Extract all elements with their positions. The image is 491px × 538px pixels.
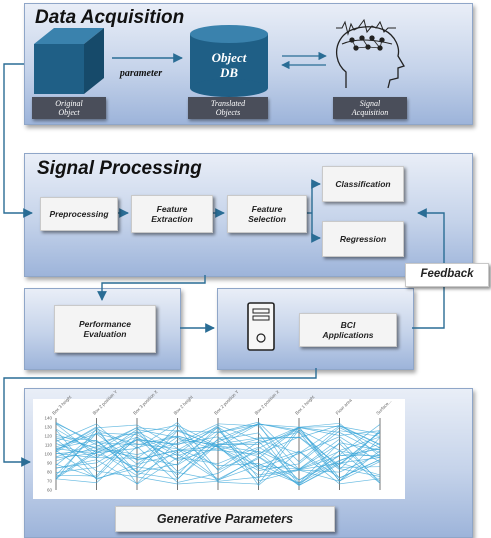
parameter-label: parameter xyxy=(119,68,162,79)
pc-line xyxy=(55,424,381,477)
preprocessing-box: Preprocessing xyxy=(40,197,118,231)
pc-line xyxy=(55,423,381,470)
pc-line xyxy=(55,427,381,480)
pc-line xyxy=(55,439,381,485)
pc-tick-label: 110 xyxy=(45,443,53,448)
pc-tick-label: 100 xyxy=(44,452,52,457)
regression-box: Regression xyxy=(322,221,404,257)
feature-extraction-box: Feature Extraction xyxy=(131,195,213,233)
pc-tick-label: 70 xyxy=(47,479,53,484)
pc-tick-label: 80 xyxy=(47,470,53,475)
signal-processing-title: Signal Processing xyxy=(37,158,202,179)
pc-line xyxy=(55,423,381,470)
pc-line xyxy=(55,433,381,481)
acq-to-preprocessing-arrow xyxy=(3,63,33,218)
feature-selection-box: Feature Selection xyxy=(227,195,307,233)
pc-line xyxy=(55,429,381,485)
signal-acquisition-label: Signal Acquisition xyxy=(333,97,407,119)
pc-tick-label: 140 xyxy=(44,416,52,421)
performance-evaluation-box: Performance Evaluation xyxy=(54,305,156,353)
bci-applications-box: BCI Applications xyxy=(299,313,397,347)
original-object-label: Original Object xyxy=(32,97,106,119)
pc-line xyxy=(55,429,380,476)
fs-to-classification-arrow xyxy=(311,179,321,213)
pc-tick-label: 120 xyxy=(44,434,52,439)
pc-tick-label: 90 xyxy=(47,461,53,466)
brain-head-icon xyxy=(335,18,405,89)
processing-to-performance-arrow xyxy=(97,275,206,301)
pc-line xyxy=(55,426,381,479)
computer-tower-icon xyxy=(247,302,275,351)
translated-objects-label: Translated Objects xyxy=(188,97,268,119)
pc-line xyxy=(55,424,381,486)
feedback-label: Feedback xyxy=(405,263,489,287)
pc-line xyxy=(55,424,381,480)
pc-line xyxy=(55,427,381,482)
pc-line xyxy=(55,430,381,477)
pc-line xyxy=(55,431,381,485)
classification-box: Classification xyxy=(322,166,404,202)
pc-line xyxy=(55,427,381,484)
pc-tick-label: 60 xyxy=(47,488,53,493)
fs-to-regression-arrow xyxy=(311,213,321,243)
data-acquisition-title: Data Acquisition xyxy=(35,7,185,28)
pc-tick-label: 130 xyxy=(44,425,52,430)
bci-to-generative-arrow xyxy=(3,368,317,467)
generative-parameters-title: Generative Parameters xyxy=(115,506,335,532)
pc-line xyxy=(55,430,381,479)
original-object-cube-icon xyxy=(34,28,104,94)
